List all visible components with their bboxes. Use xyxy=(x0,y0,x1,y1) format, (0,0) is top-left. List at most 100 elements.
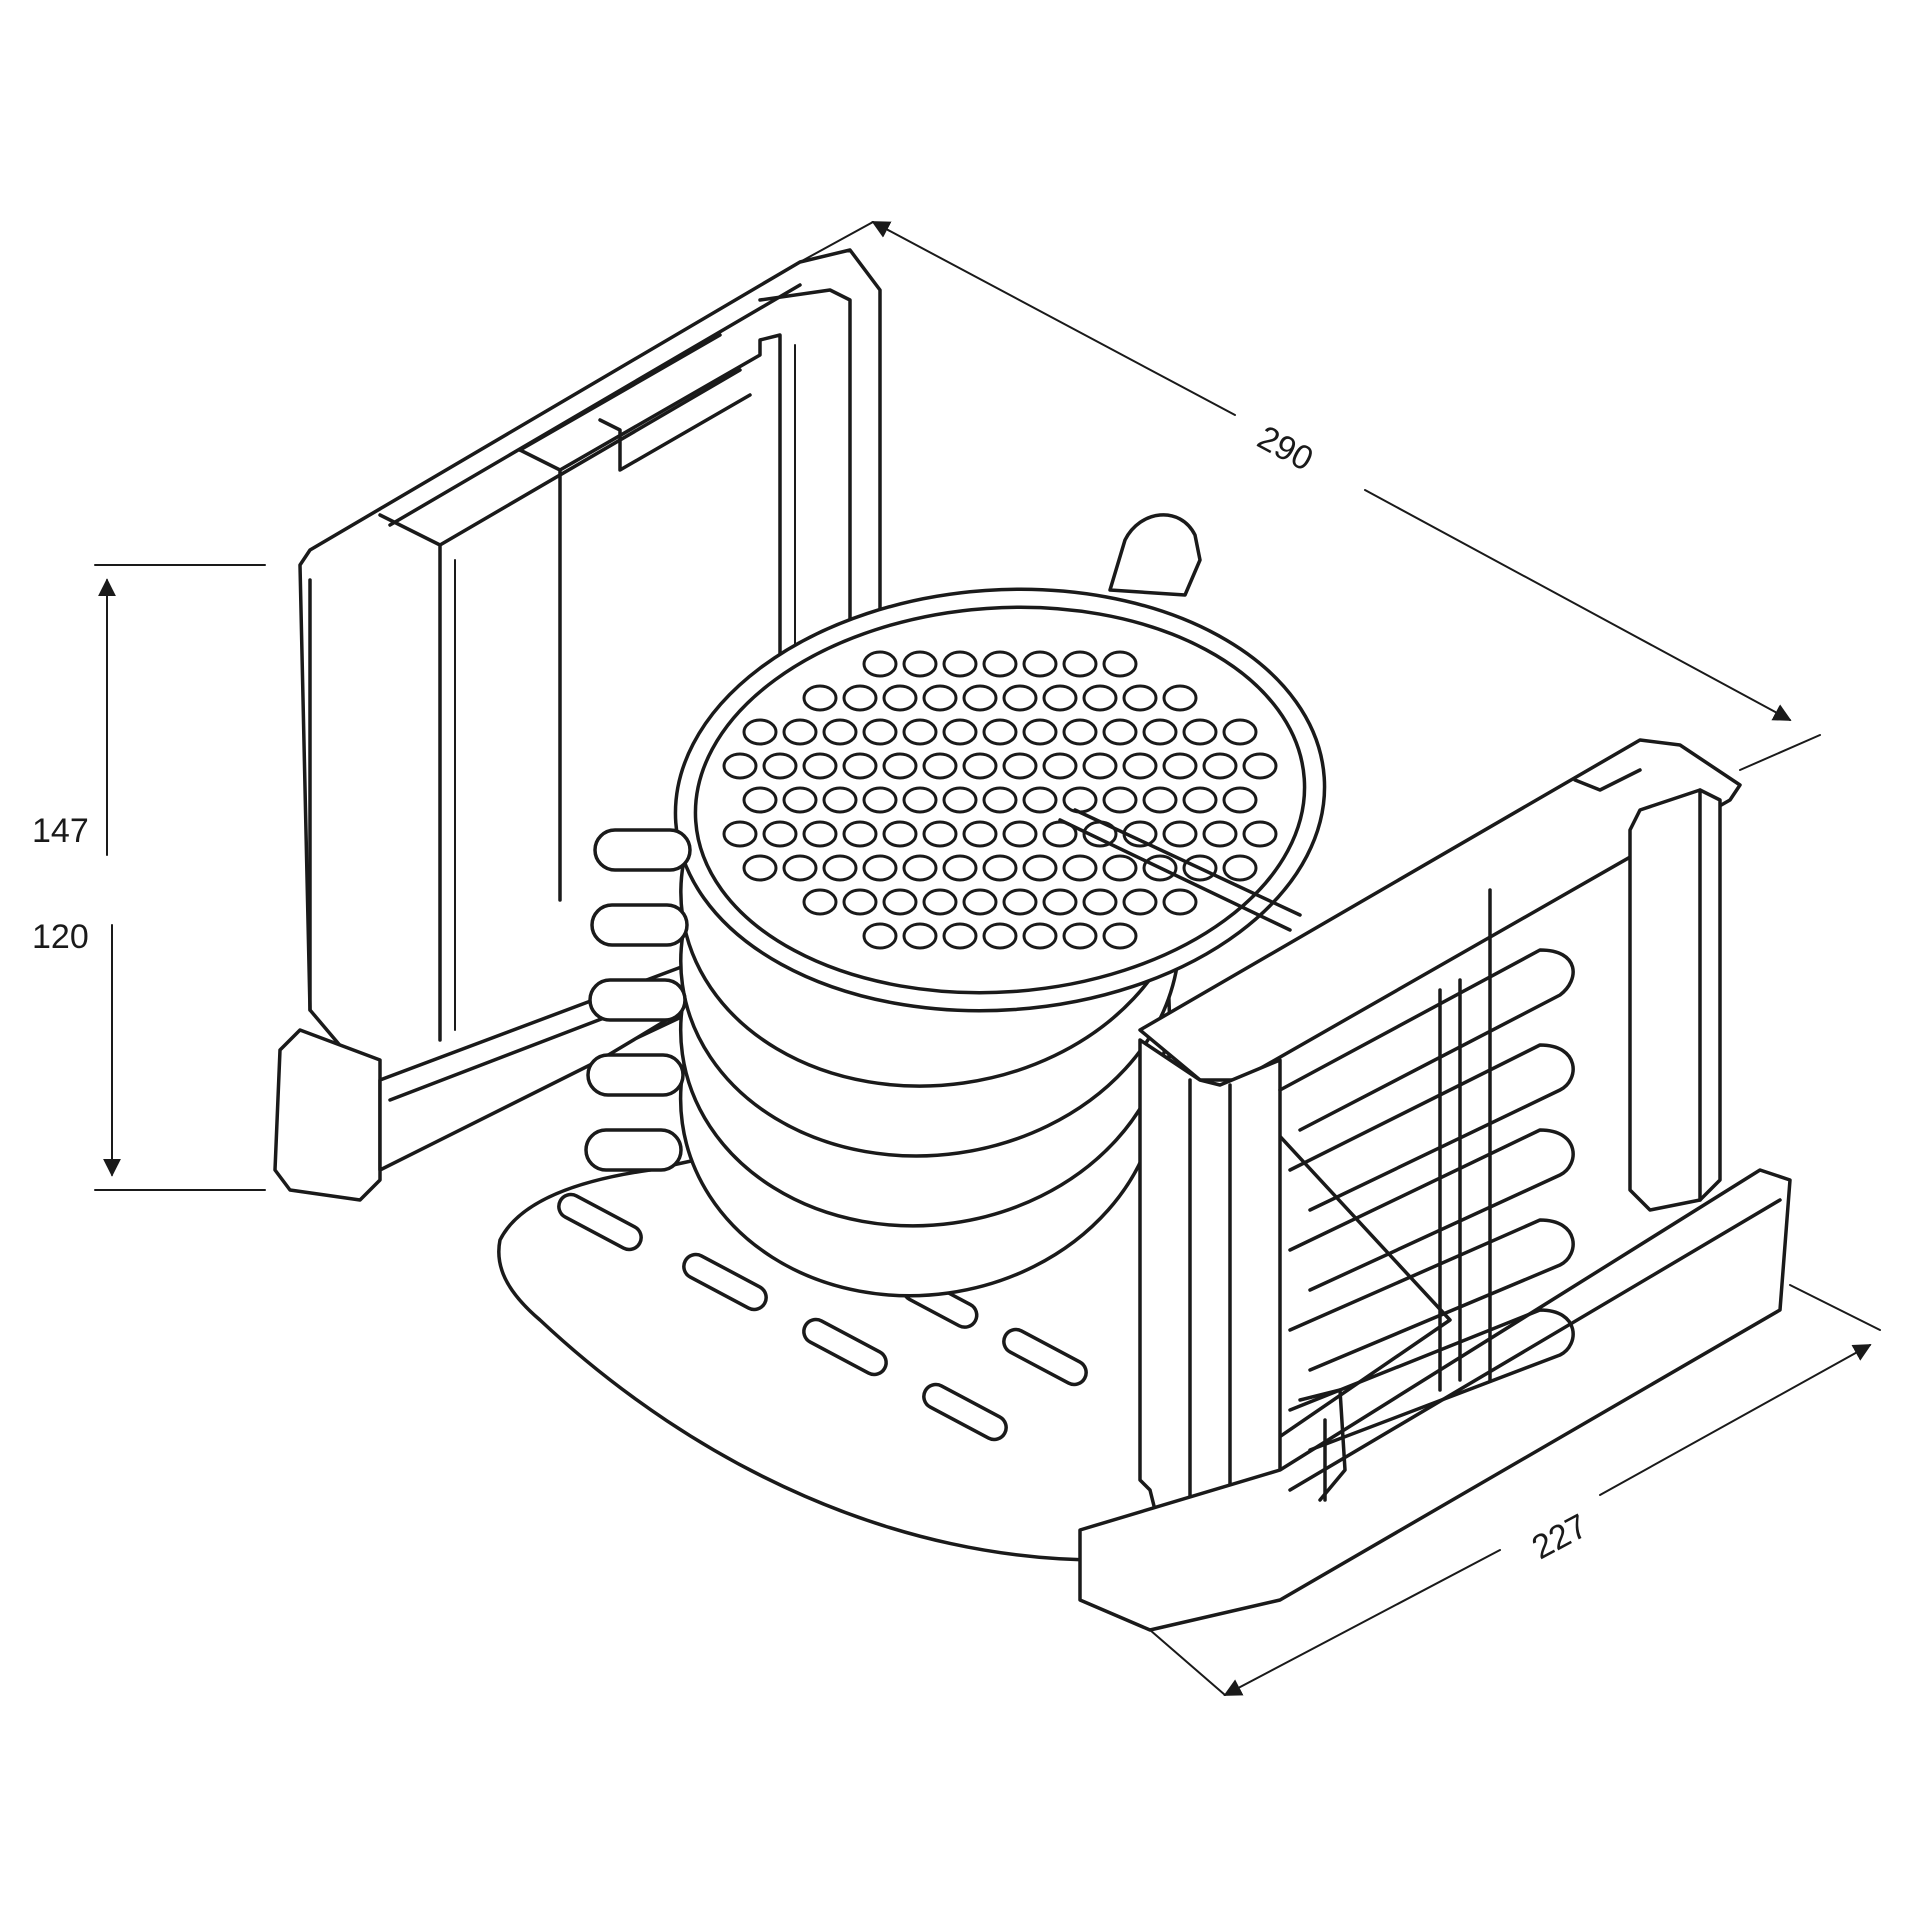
grid-cell xyxy=(722,752,758,780)
grid-cell xyxy=(942,650,978,678)
grid-cell xyxy=(842,684,878,712)
grid-cell xyxy=(782,718,818,746)
grid-cell xyxy=(802,888,838,916)
grid-cell xyxy=(882,684,918,712)
grid-cell xyxy=(862,922,898,950)
grid-cell xyxy=(862,718,898,746)
grid-cell xyxy=(982,718,1018,746)
grid-cell xyxy=(1042,684,1078,712)
grid-cell xyxy=(1182,786,1218,814)
grid-cell xyxy=(942,786,978,814)
dimension-height: 147 120 xyxy=(32,564,266,1191)
grid-cell xyxy=(842,888,878,916)
grid-cell xyxy=(902,922,938,950)
grid-cell xyxy=(882,752,918,780)
grid-cell xyxy=(782,854,818,882)
grid-cell xyxy=(862,786,898,814)
grid-cell xyxy=(902,786,938,814)
grid-cell xyxy=(1242,752,1278,780)
grid-cell xyxy=(1102,650,1138,678)
grid-cell xyxy=(1002,684,1038,712)
grid-cell xyxy=(942,922,978,950)
grid-cell xyxy=(1002,888,1038,916)
grid-cell xyxy=(762,820,798,848)
grid-cell xyxy=(962,684,998,712)
grid-cell xyxy=(1022,786,1058,814)
grid-cell xyxy=(1042,888,1078,916)
grid-cell xyxy=(962,820,998,848)
grid-cell xyxy=(1082,888,1118,916)
grid-cell xyxy=(1062,718,1098,746)
grid-cell xyxy=(862,650,898,678)
dimension-label-227: 227 xyxy=(1526,1507,1594,1567)
grid-cell xyxy=(1122,888,1158,916)
grid-cell xyxy=(1042,820,1078,848)
grid-cell xyxy=(742,854,778,882)
grid-cell xyxy=(1022,922,1058,950)
grid-cell xyxy=(1002,820,1038,848)
grid-cell xyxy=(802,684,838,712)
grid-cell xyxy=(742,718,778,746)
grid-cell xyxy=(902,854,938,882)
grid-cell xyxy=(1162,888,1198,916)
grid-cell xyxy=(862,854,898,882)
grid-cell xyxy=(1202,752,1238,780)
grid-cell xyxy=(1122,684,1158,712)
grid-cell xyxy=(822,718,858,746)
grid-cell xyxy=(1102,854,1138,882)
right-end-frame xyxy=(1078,738,1792,1632)
dimension-label-147: 147 xyxy=(32,812,89,850)
grid-cell xyxy=(882,888,918,916)
grid-cell xyxy=(922,684,958,712)
grid-cell xyxy=(1142,718,1178,746)
grid-cell xyxy=(942,854,978,882)
grid-cell xyxy=(882,820,918,848)
grid-cell xyxy=(1002,752,1038,780)
grid-cell xyxy=(1182,718,1218,746)
disc-spacers xyxy=(584,828,692,1172)
grid-cell xyxy=(1162,684,1198,712)
grid-cell xyxy=(762,752,798,780)
grid-cell xyxy=(822,786,858,814)
grid-cell xyxy=(1082,684,1118,712)
grid-cell xyxy=(902,718,938,746)
grid-cells xyxy=(722,650,1278,950)
grid-cell xyxy=(722,820,758,848)
grid-cell xyxy=(1062,854,1098,882)
grid-cell xyxy=(1162,820,1198,848)
grid-cell xyxy=(922,752,958,780)
dimension-label-290: 290 xyxy=(1251,419,1319,479)
grid-cell xyxy=(982,786,1018,814)
grid-cell xyxy=(1122,752,1158,780)
grid-cell xyxy=(1162,752,1198,780)
grid-cell xyxy=(1242,820,1278,848)
round-grid-stack xyxy=(584,513,1327,1298)
grid-cell xyxy=(1142,786,1178,814)
grid-cell xyxy=(982,922,1018,950)
grid-cell xyxy=(822,854,858,882)
grid-cell xyxy=(1102,718,1138,746)
grid-cell xyxy=(902,650,938,678)
grid-cell xyxy=(1062,650,1098,678)
grid-cell xyxy=(962,888,998,916)
grid-cell xyxy=(1022,650,1058,678)
grid-cell xyxy=(1102,786,1138,814)
wire-holder-arms xyxy=(1278,888,1575,1452)
grid-cell xyxy=(1222,854,1258,882)
grid-cell xyxy=(1102,922,1138,950)
grid-cell xyxy=(1062,786,1098,814)
grid-cell xyxy=(922,820,958,848)
grid-cell xyxy=(1082,752,1118,780)
grid-cell xyxy=(942,718,978,746)
grid-cell xyxy=(842,752,878,780)
grid-cell xyxy=(982,854,1018,882)
grid-cell xyxy=(742,786,778,814)
grid-cell xyxy=(1022,718,1058,746)
grid-cell xyxy=(802,820,838,848)
grid-cell xyxy=(842,820,878,848)
grid-cell xyxy=(1042,752,1078,780)
grid-cell xyxy=(962,752,998,780)
grid-cell xyxy=(782,786,818,814)
